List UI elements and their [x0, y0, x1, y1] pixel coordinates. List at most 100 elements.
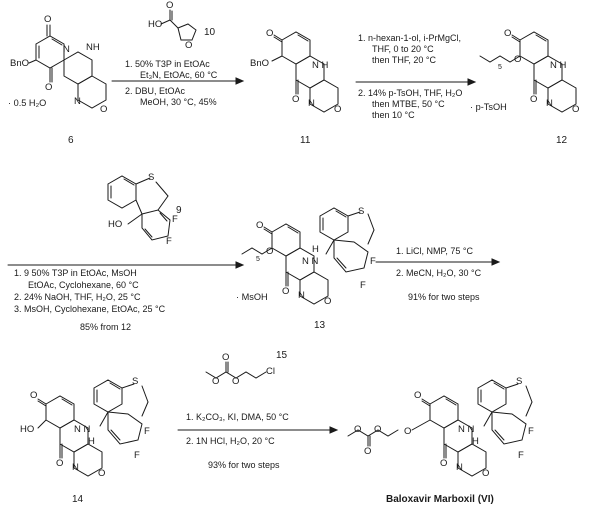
product-N-N: N N — [458, 424, 475, 435]
step2-line5: then MTBE, 50 °C — [372, 99, 445, 109]
step3-line3: 2. 24% NaOH, THF, H₂O, 25 °C — [14, 292, 141, 302]
step5-line2: 2. 1N HCl, H₂O, 20 °C — [186, 436, 275, 446]
compound-14-label: 14 — [72, 494, 84, 505]
c15-Cl: Cl — [266, 366, 275, 377]
compound-11-structure — [271, 31, 339, 113]
c14-O-ring: O — [98, 468, 106, 479]
step1-line4: MeOH, 30 °C, 45% — [140, 97, 217, 107]
step1-line1: 1. 50% T3P in EtOAc — [125, 59, 210, 69]
c13-H: H — [312, 244, 319, 255]
step2-line6: then 10 °C — [372, 110, 415, 120]
step1-line2: Et₃N, EtOAc, 60 °C — [140, 70, 218, 80]
c14-S: S — [132, 376, 139, 387]
c11-O: O — [266, 28, 274, 39]
product-O-ring: O — [482, 468, 490, 479]
compound-13-label: 13 — [314, 320, 326, 331]
c6-oxo-O: O — [44, 14, 52, 25]
product-O4: O — [440, 458, 448, 469]
c12-NH: N H — [550, 60, 567, 71]
compound-6-label: 6 — [68, 135, 74, 146]
product-O3: O — [404, 426, 412, 437]
compound-12-structure — [479, 31, 577, 113]
c9-S: S — [148, 172, 155, 183]
compound-15-structure — [205, 361, 267, 379]
c13-S: S — [358, 206, 365, 217]
c15-O-carbonyl: O — [222, 352, 230, 363]
compound-10-label: 10 — [204, 27, 216, 38]
c6-bno-label: BnO — [10, 58, 30, 69]
step2-line1: 1. n-hexan-1-ol, i-PrMgCl, — [358, 33, 462, 43]
step5-line1: 1. K₂CO₃, KI, DMA, 50 °C — [186, 412, 289, 422]
c12-O-ring: O — [572, 104, 580, 115]
c13-mesylate: · MsOH — [236, 292, 268, 302]
step3-line4: 3. MsOH, Cyclohexane, EtOAc, 25 °C — [14, 304, 166, 314]
compound-9-structure — [107, 175, 171, 241]
compound-12-label: 12 — [556, 135, 568, 146]
c11-O-ring: O — [334, 104, 342, 115]
c10-O2: O — [166, 0, 174, 11]
step2-line2: THF, 0 to 20 °C — [372, 44, 434, 54]
c6-O-ring: O — [100, 104, 108, 115]
c13-F1: F — [370, 256, 376, 267]
c6-N: N — [63, 44, 70, 55]
c14-F1: F — [144, 426, 150, 437]
product-structure — [347, 379, 533, 477]
c6-hydrate: · 0.5 H₂O — [8, 98, 47, 108]
c13-O: O — [256, 220, 264, 231]
c11-NH: N H — [312, 60, 329, 71]
c13-O-ether: O — [266, 246, 274, 257]
product-O2: O — [374, 424, 382, 435]
step1-line3: 2. DBU, EtOAc — [125, 86, 186, 96]
step3-line1: 1. 9 50% T3P in EtOAc, MsOH — [14, 268, 137, 278]
c13-O2: O — [282, 286, 290, 297]
c14-N-N: N N — [74, 424, 91, 435]
product-O: O — [414, 390, 422, 401]
step4-line2: 2. MeCN, H₂O, 30 °C — [396, 268, 482, 278]
c12-O2: O — [530, 94, 538, 105]
step2-line3: then THF, 20 °C — [372, 55, 436, 65]
c13-F2: F — [360, 280, 366, 291]
c14-O: O — [30, 390, 38, 401]
compound-10-structure — [160, 9, 197, 41]
c14-N: N — [72, 462, 79, 473]
c13-chain-count: 5 — [256, 256, 260, 263]
c15-O2: O — [232, 376, 240, 387]
compound-9-label: 9 — [176, 205, 182, 216]
compound-13-structure — [241, 207, 375, 305]
c13-N: N — [298, 290, 305, 301]
product-N: N — [456, 462, 463, 473]
c11-bno-label: BnO — [250, 58, 270, 69]
step4-yield: 91% for two steps — [408, 292, 480, 302]
c14-HO-label: HO — [20, 424, 35, 435]
compound-11-label: 11 — [300, 135, 311, 146]
c9-HO-label: HO — [108, 219, 123, 230]
c12-O-ether: O — [514, 54, 522, 65]
product-H: H — [472, 436, 479, 447]
step3-line2: EtOAc, Cyclohexane, 60 °C — [28, 280, 139, 290]
product-S: S — [516, 376, 523, 387]
c6-NH: NH — [86, 42, 100, 53]
c12-chain-count: 5 — [498, 64, 502, 71]
c11-N: N — [308, 98, 315, 109]
product-label: Baloxavir Marboxil (VI) — [386, 494, 494, 505]
compound-14-structure — [37, 379, 149, 477]
c9-F2: F — [166, 236, 172, 247]
product-O-carbonyl: O — [364, 446, 372, 457]
c6-N2: N — [74, 96, 81, 107]
product-O1: O — [354, 424, 362, 435]
compound-15-label: 15 — [276, 350, 288, 361]
c13-N-N: N N — [302, 256, 319, 267]
c10-HO: HO — [148, 19, 163, 30]
c12-N: N — [546, 98, 553, 109]
c11-O2: O — [292, 94, 300, 105]
step3-yield: 85% from 12 — [80, 322, 132, 332]
c6-oxo-O2: O — [45, 82, 53, 93]
c13-O-ring: O — [324, 296, 332, 307]
c12-tosylate: · p-TsOH — [470, 102, 507, 112]
step2-line4: 2. 14% p-TsOH, THF, H₂O — [358, 88, 463, 98]
c9-F1: F — [172, 214, 178, 225]
c12-O: O — [504, 28, 512, 39]
step5-yield: 93% for two steps — [208, 460, 280, 470]
product-F2: F — [518, 450, 524, 461]
